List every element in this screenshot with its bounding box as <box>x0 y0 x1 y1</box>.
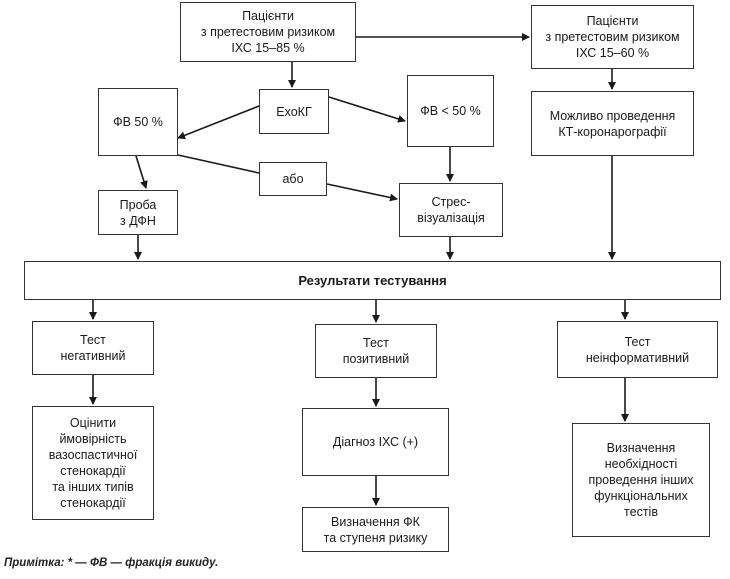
or-label: або <box>282 172 304 186</box>
ef-less-50-box: ФВ < 50 % <box>407 75 494 147</box>
stress-imaging-label: Стрес- візуалізація <box>417 195 485 225</box>
test-noninformative-label: Тест неінформативний <box>585 334 690 365</box>
ef-50-box: ФВ 50 % <box>98 88 178 156</box>
echo-box: ЕхоКГ <box>259 89 329 134</box>
other-tests-label: Визначення необхідності проведення інших… <box>588 441 694 519</box>
fc-risk-box: Визначення ФК та ступеня ризику <box>302 507 449 552</box>
patients-ihd-risk-15-60-label: Пацієнти з претестовим ризиком ІХС 15–60… <box>545 14 680 60</box>
test-noninformative-box: Тест неінформативний <box>557 321 718 378</box>
exercise-test-label: Проба з ДФН <box>119 197 157 228</box>
ihd-diagnosis-label: Діагноз ІХС (+) <box>332 435 419 449</box>
assess-angina-box: Оцінити ймовірність вазоспастичної стено… <box>32 406 154 520</box>
fc-risk-label: Визначення ФК та ступеня ризику <box>323 514 428 545</box>
test-negative-label: Тест негативний <box>60 333 126 363</box>
echo-label: ЕхоКГ <box>276 104 312 119</box>
test-positive-box: Тест позитивний <box>315 324 437 378</box>
footnote: Примітка: * — ФВ — фракція викиду. <box>4 557 219 569</box>
testing-results-box: Результати тестування <box>24 261 721 300</box>
exercise-test-box: Проба з ДФН <box>98 190 178 235</box>
ct-coronarography-label: Можливо проведення КТ-коронарографії <box>549 108 676 139</box>
patients-ihd-risk-15-85-box: Пацієнти з претестовим ризиком ІХС 15–85… <box>180 2 356 62</box>
patients-ihd-risk-15-85-label: Пацієнти з претестовим ризиком ІХС 15–85… <box>200 9 336 55</box>
ct-coronarography-box: Можливо проведення КТ-коронарографії <box>531 91 694 156</box>
patients-ihd-risk-15-60-box: Пацієнти з претестовим ризиком ІХС 15–60… <box>531 5 694 69</box>
assess-angina-label: Оцінити ймовірність вазоспастичної стено… <box>48 416 138 510</box>
or-box: або <box>259 162 327 196</box>
ihd-diagnosis-box: Діагноз ІХС (+) <box>302 408 449 476</box>
other-tests-box: Визначення необхідності проведення інших… <box>572 423 710 537</box>
stress-imaging-box: Стрес- візуалізація <box>399 183 503 237</box>
ef-50-label: ФВ 50 % <box>113 115 163 129</box>
test-negative-box: Тест негативний <box>32 321 154 375</box>
ef-less-50-label: ФВ < 50 % <box>420 104 481 118</box>
testing-results-label: Результати тестування <box>298 272 447 288</box>
test-positive-label: Тест позитивний <box>342 336 410 366</box>
